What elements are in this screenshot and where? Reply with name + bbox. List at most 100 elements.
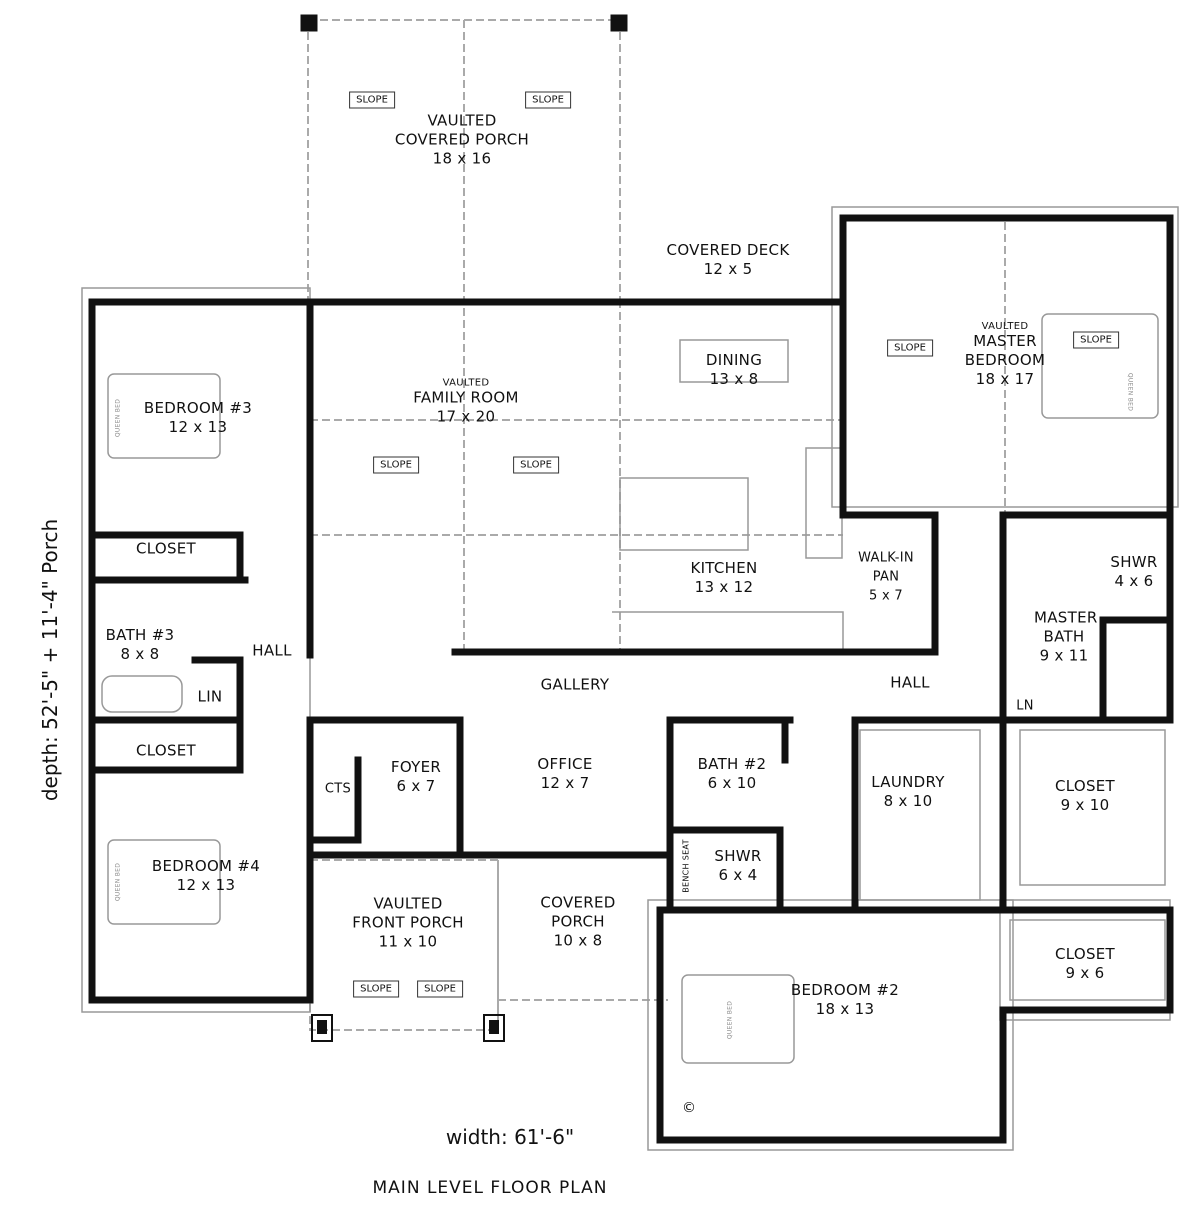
slope-arrow-right: SLOPE (1073, 331, 1119, 349)
slope-arrow-left: SLOPE (349, 91, 395, 109)
room-name: LIN (197, 687, 223, 706)
room-linen: LIN (198, 688, 223, 707)
width-dimension: width: 61'-6" (445, 1125, 575, 1149)
depth-dimension: depth: 52'-5" + 11'-4" Porch (38, 518, 62, 802)
room-name: BEDROOM #3 (143, 399, 253, 417)
room-size: 17 x 20 (436, 407, 496, 426)
room-name: CLOSET (1054, 945, 1116, 963)
room-name: COVERED PORCH (394, 130, 530, 149)
copyright-mark: © (682, 1100, 696, 1116)
room-name: FRONT PORCH (352, 913, 464, 932)
bed-label: QUEEN BED (114, 398, 122, 438)
room-size: 9 x 11 (1039, 646, 1089, 665)
room-size: 18 x 17 (975, 370, 1035, 388)
room-name: CLOSET (135, 741, 197, 760)
slope-arrow-left: SLOPE (887, 339, 933, 357)
room-name: LN (1016, 698, 1034, 714)
room-name: LAUNDRY (871, 773, 945, 791)
room-size: 12 x 13 (168, 418, 228, 436)
slope-arrow-left: SLOPE (373, 456, 419, 474)
room-size: 11 x 10 (378, 932, 438, 951)
room-coats: CTS (325, 780, 351, 799)
room-name: SHWR (714, 847, 762, 865)
bed-label: QUEEN BED (114, 862, 122, 902)
room-name: MASTER BEDROOM (964, 332, 1046, 369)
room-size: 12 x 5 (703, 260, 753, 278)
room-name: FOYER (390, 758, 442, 776)
room-name: CLOSET (1054, 777, 1116, 795)
room-size: 10 x 8 (553, 931, 603, 950)
room-size: 12 x 13 (176, 876, 236, 894)
room-size: 9 x 6 (1065, 964, 1105, 982)
room-gallery: GALLERY (541, 676, 610, 695)
slope-arrow-right: SLOPE (525, 91, 571, 109)
bench-seat-label: BENCH SEAT (677, 839, 696, 893)
room-closet-bed4: CLOSET (136, 742, 196, 761)
slope-arrow-left: SLOPE (353, 980, 399, 998)
room-name: BENCH SEAT (681, 839, 691, 893)
room-name: SHWR (1110, 553, 1158, 571)
room-name: COVERED PORCH (540, 893, 616, 931)
plan-title: MAIN LEVEL FLOOR PLAN (372, 1178, 608, 1198)
room-size: 13 x 8 (709, 370, 759, 388)
slope-arrow-right: SLOPE (417, 980, 463, 998)
room-walk-in-pantry: WALK-IN PAN 5 x 7 (851, 549, 921, 606)
room-size: 6 x 4 (718, 866, 758, 884)
room-closet-bed3: CLOSET (136, 540, 196, 559)
room-size: 12 x 7 (540, 774, 590, 792)
room-size: 6 x 10 (707, 774, 757, 792)
room-qualifier: VAULTED (442, 377, 490, 389)
room-name: WALK-IN PAN (858, 550, 914, 585)
room-name: CLOSET (135, 539, 197, 558)
room-name: COVERED DECK (666, 241, 790, 259)
room-name: KITCHEN (690, 559, 758, 577)
room-qualifier: VAULTED (981, 321, 1029, 332)
room-name: BEDROOM #4 (151, 857, 261, 875)
room-linen-master: LN (1016, 697, 1034, 716)
room-size: 5 x 7 (869, 588, 903, 604)
room-size: 13 x 12 (694, 578, 754, 596)
room-size: 8 x 8 (120, 645, 160, 663)
room-name: BATH #2 (697, 755, 767, 773)
room-size: 18 x 16 (432, 149, 492, 168)
room-hall-west: HALL (252, 642, 291, 661)
room-size: 8 x 10 (883, 792, 933, 810)
room-name: FAMILY ROOM (413, 388, 519, 407)
room-name: GALLERY (540, 675, 610, 694)
slope-arrow-right: SLOPE (513, 456, 559, 474)
room-qualifier: VAULTED (373, 894, 443, 913)
bed-label: QUEEN BED (1126, 372, 1134, 412)
room-size: 18 x 13 (815, 1000, 875, 1018)
room-name: CTS (324, 781, 352, 797)
room-name: HALL (252, 641, 292, 660)
room-name: HALL (890, 673, 930, 692)
room-qualifier: VAULTED (427, 111, 497, 130)
room-name: DINING (705, 351, 763, 369)
room-hall-east: HALL (890, 674, 929, 693)
bed-label: QUEEN BED (726, 1000, 734, 1040)
room-size: 4 x 6 (1114, 572, 1154, 590)
room-name: BEDROOM #2 (790, 981, 900, 999)
room-size: 9 x 10 (1060, 796, 1110, 814)
